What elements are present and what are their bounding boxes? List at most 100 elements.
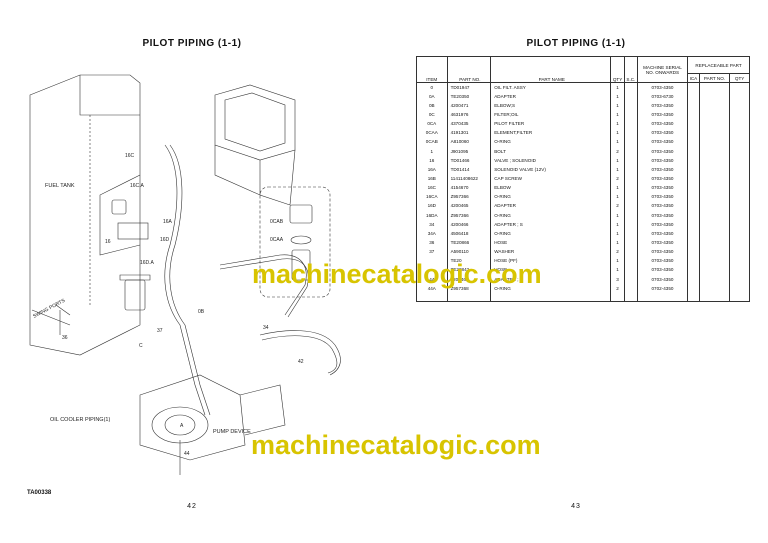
table-cell <box>623 283 638 293</box>
table-cell <box>623 265 638 275</box>
table-cell: 0703-4350 <box>636 247 689 257</box>
table-cell: 1 <box>610 256 625 266</box>
table-cell <box>729 82 750 92</box>
watermark-bottom: machinecatalogic.com <box>251 430 541 460</box>
table-cell <box>687 82 700 92</box>
table-cell <box>729 109 750 120</box>
table-cell <box>623 91 638 101</box>
table-cell <box>610 292 625 303</box>
table-cell: 0703-4350 <box>636 210 689 220</box>
table-cell: 2 <box>610 283 625 293</box>
table-cell: 1 <box>610 109 625 120</box>
table-cell <box>698 173 731 184</box>
table-cell <box>698 274 731 284</box>
table-cell <box>729 183 750 193</box>
table-cell: HOSE <box>490 237 612 248</box>
table-cell: 4200466 <box>446 219 492 229</box>
table-cell <box>729 128 750 138</box>
table-cell: 4370435 <box>446 119 492 129</box>
table-cell <box>623 201 638 211</box>
table-cell: 0703-4350 <box>636 173 689 184</box>
pump-device-label: PUMP DEVICE <box>213 429 251 435</box>
table-cell: TD01466 <box>446 155 492 165</box>
table-cell <box>698 237 731 248</box>
table-cell <box>687 228 700 238</box>
table-cell: OIL FILT. ASSY <box>490 82 612 92</box>
watermark: machinecatalogic.com <box>252 259 542 289</box>
page-number-left: 42 <box>187 503 197 510</box>
svg-text:16D: 16D <box>160 237 170 243</box>
oil-cooler-label: OIL COOLER PIPING(1) <box>50 417 110 423</box>
table-cell: 1 <box>610 155 625 165</box>
table-cell: ELEMENT;FILTER <box>490 128 612 138</box>
table-cell <box>623 219 638 229</box>
table-cell <box>687 119 700 129</box>
table-cell: 0703-4350 <box>636 82 689 92</box>
table-cell: 1 <box>610 210 625 220</box>
table-cell <box>698 292 731 303</box>
table-cell <box>687 137 700 147</box>
table-cell <box>698 283 731 293</box>
table-cell <box>687 128 700 138</box>
table-cell: 11411408622 <box>446 173 492 184</box>
table-cell <box>687 237 700 248</box>
table-cell <box>729 292 750 303</box>
table-cell: TD01947 <box>446 82 492 92</box>
table-cell: 4191301 <box>446 128 492 138</box>
header-r-qty: QTY <box>729 73 750 83</box>
header-item: ITEM <box>416 56 448 83</box>
table-cell <box>687 292 700 303</box>
table-cell: ADAPTER ; S <box>490 274 612 284</box>
table-cell <box>698 210 731 220</box>
table-cell <box>687 183 700 193</box>
table-cell <box>698 164 731 174</box>
table-cell <box>729 256 750 266</box>
header-qty: QTY <box>610 56 625 83</box>
table-cell: 16D <box>416 201 448 211</box>
table-cell <box>687 219 700 229</box>
table-cell: ADAPTER <box>490 201 612 211</box>
table-cell: 16CA <box>416 192 448 202</box>
table-cell: O-RING <box>490 228 612 238</box>
table-cell: 16DA <box>416 210 448 220</box>
table-cell <box>729 119 750 129</box>
header-replaceable: REPLACEABLE PART <box>687 56 750 74</box>
table-cell <box>687 247 700 257</box>
header-sc: S.C. <box>623 56 638 83</box>
table-cell: 2 <box>610 173 625 184</box>
table-cell <box>729 247 750 257</box>
table-cell: A590110 <box>446 247 492 257</box>
table-cell <box>698 155 731 165</box>
table-cell: 0703-4350 <box>636 201 689 211</box>
table-cell: 36 <box>416 237 448 248</box>
table-cell: 4154670 <box>446 183 492 193</box>
table-cell <box>623 119 638 129</box>
table-cell: WASHER <box>490 247 612 257</box>
table-cell <box>623 155 638 165</box>
table-cell: ELBOW;S <box>490 100 612 110</box>
svg-text:SWING PORTS: SWING PORTS <box>32 298 67 320</box>
table-cell <box>687 109 700 120</box>
page-title-right: PILOT PIPING (1-1) <box>526 38 626 49</box>
table-cell <box>729 210 750 220</box>
table-cell: PILOT FILTER <box>490 119 612 129</box>
table-cell: HOSE (PF) <box>490 256 612 266</box>
table-cell <box>623 210 638 220</box>
svg-text:44: 44 <box>184 451 190 457</box>
table-cell <box>623 292 638 303</box>
left-page: PILOT PIPING (1-1) <box>27 38 341 510</box>
table-cell: O-RING <box>490 210 612 220</box>
table-cell: Z957366 <box>446 192 492 202</box>
table-cell <box>623 128 638 138</box>
table-cell: 1 <box>610 100 625 110</box>
table-cell <box>687 283 700 293</box>
header-part-name: PART NAME <box>490 56 612 83</box>
table-cell <box>623 237 638 248</box>
